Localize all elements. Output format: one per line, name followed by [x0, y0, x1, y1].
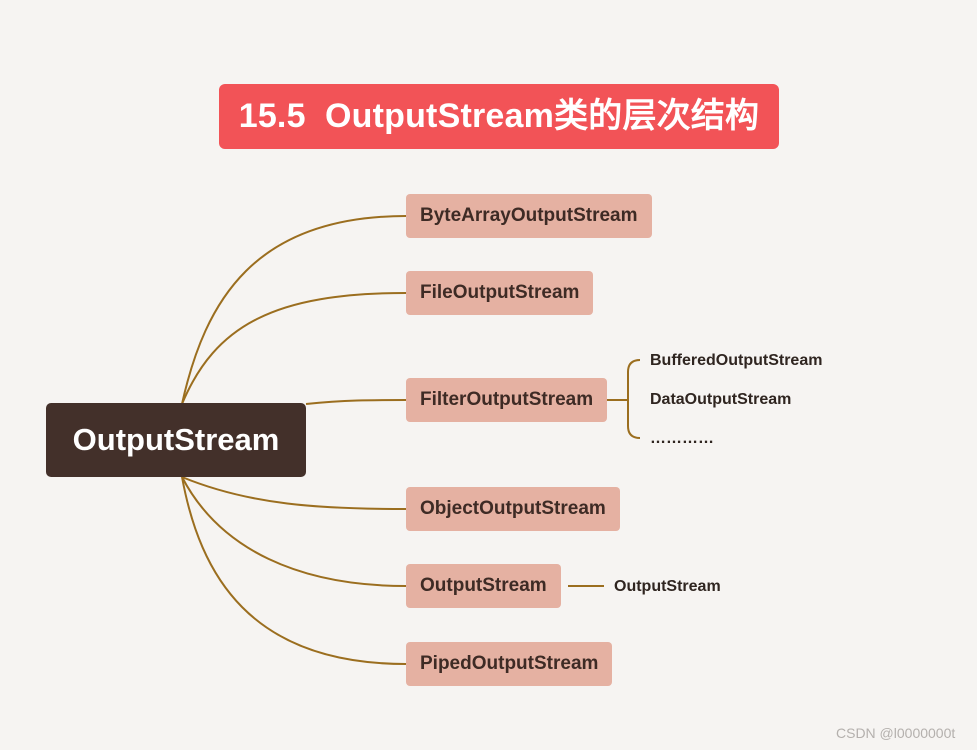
node-objectoutputstream: ObjectOutputStream: [406, 487, 620, 531]
node-outputstream: OutputStream: [406, 564, 561, 608]
leaf-bufferedoutputstream: BufferedOutputStream: [650, 352, 823, 369]
connector-root-to-piped: [181, 476, 407, 665]
leaf-dataoutputstream: DataOutputStream: [650, 391, 792, 408]
leaf-ellipsis: …………: [650, 430, 714, 447]
root-node-outputstream: OutputStream: [46, 403, 306, 477]
connector-root-to-bytearray: [181, 215, 407, 405]
node-filteroutputstream: FilterOutputStream: [406, 378, 608, 422]
connector-root-to-outputstream: [181, 476, 407, 587]
connector-root-to-file: [181, 292, 407, 405]
diagram-title: 15.5 OutputStream类的层次结构: [219, 84, 779, 149]
node-fileoutputstream: FileOutputStream: [406, 271, 594, 315]
connector-root-to-object: [181, 476, 407, 510]
connector-root-to-filter: [305, 399, 407, 405]
leaf-outputstream-child: OutputStream: [614, 578, 721, 595]
watermark: CSDN @l0000000t: [836, 725, 956, 741]
bracket-filter-children: [627, 359, 641, 439]
node-pipedoutputstream: PipedOutputStream: [406, 642, 613, 686]
node-bytearrayoutputstream: ByteArrayOutputStream: [406, 194, 652, 238]
